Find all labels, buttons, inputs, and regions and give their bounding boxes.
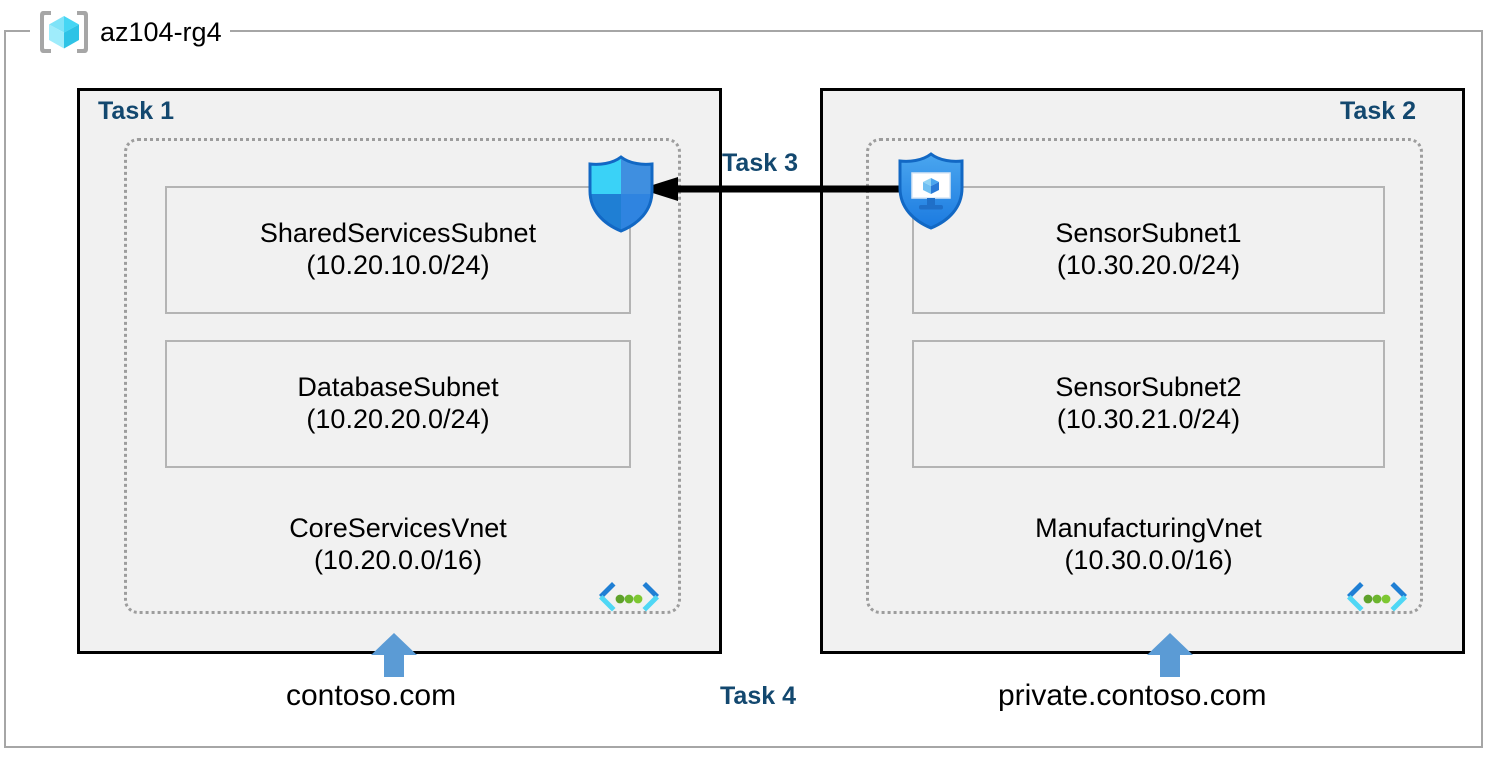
subnet-cidr: (10.30.20.0/24) xyxy=(1056,250,1241,280)
subnet-cidr: (10.20.20.0/24) xyxy=(306,404,490,434)
subnet-name: SensorSubnet1 xyxy=(1055,218,1242,249)
subnet-name: SharedServicesSubnet xyxy=(259,218,537,249)
task-2-label: Task 2 xyxy=(1340,97,1416,125)
subnet-name: DatabaseSubnet xyxy=(297,372,499,403)
manufacturingvnet-container xyxy=(866,138,1423,614)
task-4-label: Task 4 xyxy=(720,682,796,710)
subnet-name: SensorSubnet2 xyxy=(1055,372,1242,403)
vnet-name: ManufacturingVnet xyxy=(1035,513,1262,543)
vnet-cidr: (10.30.0.0/16) xyxy=(1064,544,1233,575)
subnet-sensorsubnet2: SensorSubnet2 (10.30.21.0/24) xyxy=(912,340,1385,468)
task-2-panel xyxy=(820,88,1465,654)
subnet-cidr: (10.30.21.0/24) xyxy=(1056,404,1241,434)
subnet-sharedservicessubnet: SharedServicesSubnet (10.20.10.0/24) xyxy=(165,186,631,314)
coreservicesvnet-caption: CoreServicesVnet (10.20.0.0/16) xyxy=(165,513,631,577)
private-dns-zone-label: private.contoso.com xyxy=(998,679,1267,712)
virtual-network-peering-shield-icon xyxy=(898,152,964,230)
azure-resource-group-icon xyxy=(40,11,88,53)
peering-arrow-left-icon xyxy=(640,177,904,201)
coreservicesvnet-container xyxy=(124,138,681,614)
task-3-label: Task 3 xyxy=(722,149,798,177)
manufacturingvnet-caption: ManufacturingVnet (10.30.0.0/16) xyxy=(912,513,1385,577)
dns-zone-up-arrow-icon xyxy=(1147,633,1193,677)
subnet-sensorsubnet1: SensorSubnet1 (10.30.20.0/24) xyxy=(912,186,1385,314)
vnet-cidr: (10.20.0.0/16) xyxy=(313,544,483,575)
resource-group-title: az104-rg4 xyxy=(30,11,230,53)
task-1-label: Task 1 xyxy=(98,97,174,125)
resource-group-frame xyxy=(4,30,1483,748)
public-dns-zone-label: contoso.com xyxy=(286,679,457,712)
subnet-code-brackets-icon xyxy=(599,582,659,612)
network-security-group-shield-icon xyxy=(588,155,654,233)
dns-zone-up-arrow-icon xyxy=(371,633,417,677)
subnet-code-brackets-icon xyxy=(1347,582,1407,612)
resource-group-name: az104-rg4 xyxy=(100,16,222,47)
vnet-name: CoreServicesVnet xyxy=(289,513,507,543)
subnet-databasesubnet: DatabaseSubnet (10.20.20.0/24) xyxy=(165,340,631,468)
subnet-cidr: (10.20.10.0/24) xyxy=(306,250,490,280)
